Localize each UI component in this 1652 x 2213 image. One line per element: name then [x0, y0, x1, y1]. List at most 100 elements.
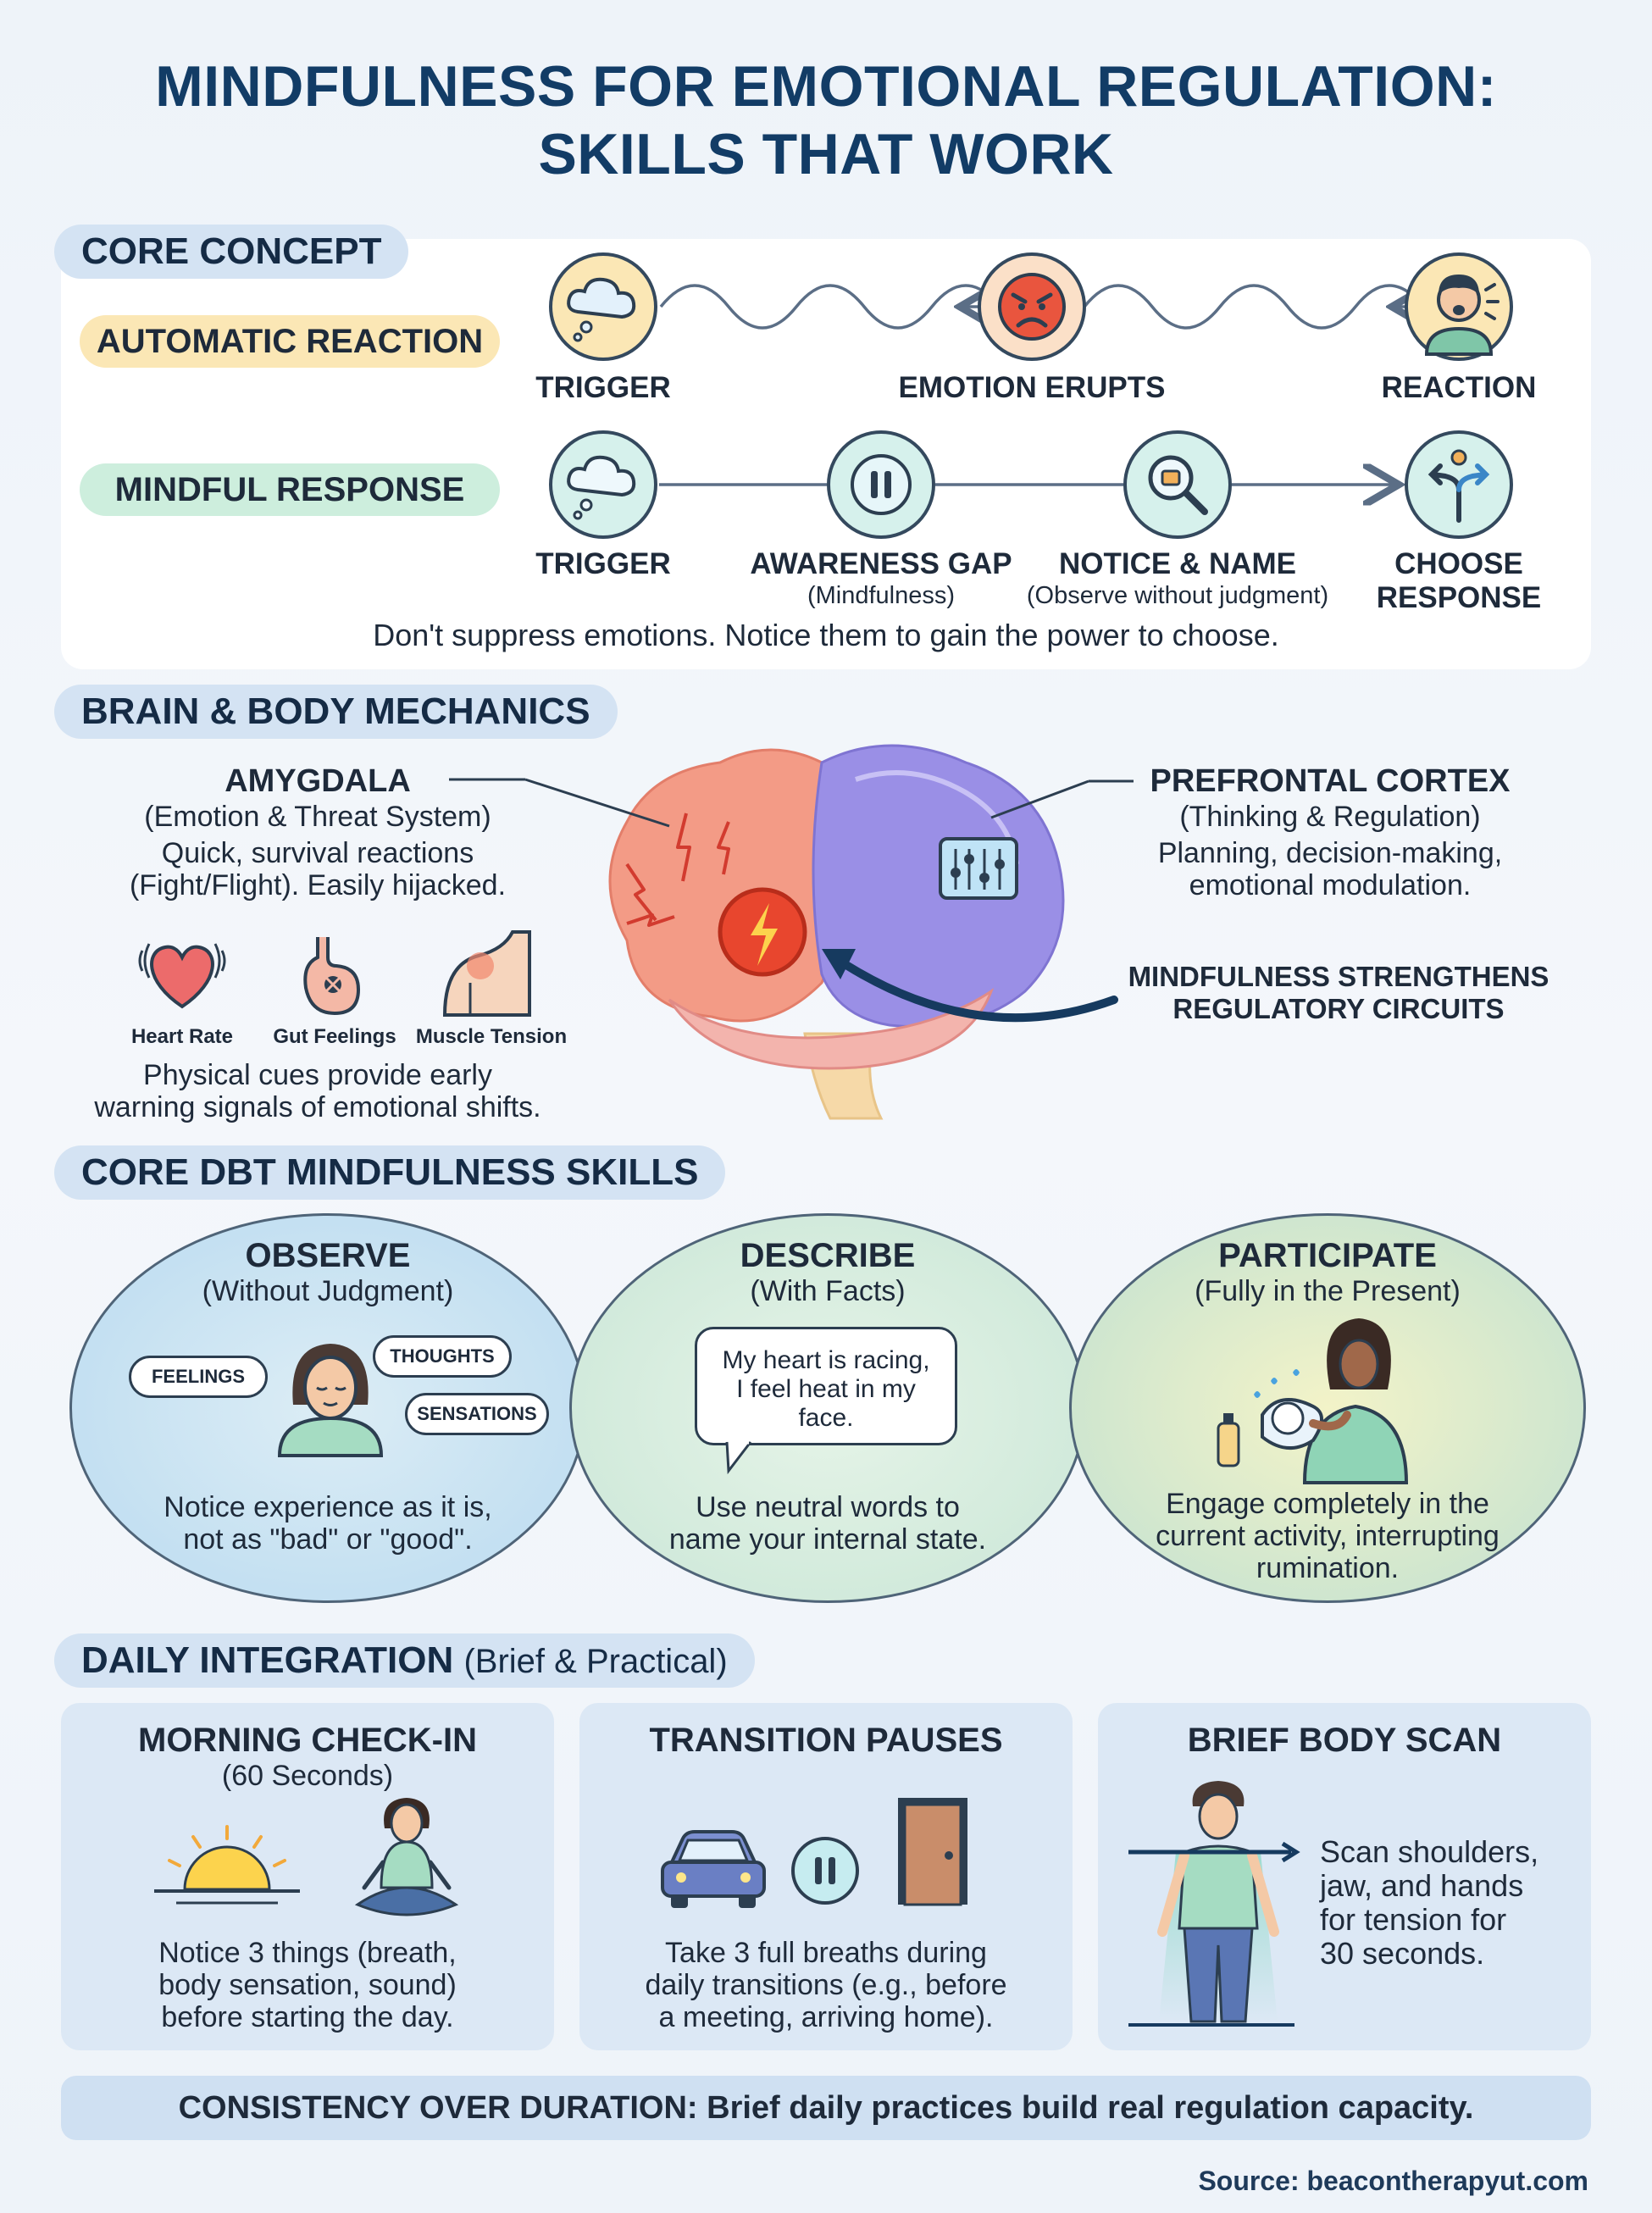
- observe-desc: Notice experience as it is, not as "bad"…: [112, 1491, 544, 1556]
- sunrise-icon: [154, 1825, 300, 1905]
- pause-icon: [851, 454, 912, 515]
- describe-sub: (With Facts): [750, 1275, 906, 1307]
- amygdala-title: AMYGDALA: [225, 763, 411, 799]
- body-scan-title: BRIEF BODY SCAN: [1187, 1722, 1502, 1759]
- body-scan-desc: Scan shoulders, jaw, and hands for tensi…: [1320, 1835, 1574, 1971]
- observe-title: OBSERVE: [245, 1237, 411, 1274]
- consistency-banner: CONSISTENCY OVER DURATION: Brief daily p…: [61, 2076, 1591, 2140]
- mindful-response-pill: MINDFUL RESPONSE: [80, 463, 500, 516]
- notice-name-circle: [1123, 430, 1232, 539]
- participate-sub: (Fully in the Present): [1195, 1275, 1461, 1307]
- pfc-sub: (Thinking & Regulation): [1179, 801, 1481, 833]
- heart-icon: [138, 943, 226, 1009]
- participate-title: PARTICIPATE: [1218, 1237, 1437, 1274]
- participate-header: PARTICIPATE (Fully in the Present): [1069, 1237, 1586, 1308]
- amygdala-sub: (Emotion & Threat System): [144, 801, 491, 833]
- step-emotion-erupts: EMOTION ERUPTS: [898, 371, 1166, 404]
- emotion-circle: [978, 252, 1086, 361]
- participate-desc-1: Engage completely in the: [1166, 1488, 1489, 1520]
- step-trigger-mindful: TRIGGER: [535, 547, 671, 580]
- describe-header: DESCRIBE (With Facts): [569, 1237, 1086, 1308]
- transition-desc-1: Take 3 full breaths during: [665, 1937, 987, 1969]
- choose-response-title: CHOOSE: [1394, 547, 1523, 580]
- cue-note: Physical cues provide early warning sign…: [59, 1059, 576, 1123]
- mindfulness-note: MINDFULNESS STRENGTHENS REGULATORY CIRCU…: [1110, 961, 1567, 1025]
- step-trigger-auto: TRIGGER: [535, 371, 671, 404]
- automatic-wave-arrows: [659, 284, 1652, 678]
- angry-face-icon: [998, 273, 1066, 341]
- core-concept-footer: Don't suppress emotions. Notice them to …: [373, 618, 1279, 652]
- door-icon: [898, 1798, 967, 1906]
- morning-desc-1: Notice 3 things (breath,: [158, 1937, 457, 1969]
- observe-header: OBSERVE (Without Judgment): [69, 1237, 586, 1308]
- stomach-icon: [303, 937, 361, 1016]
- title-line-2: SKILLS THAT WORK: [538, 122, 1114, 186]
- shoulder-icon: [442, 930, 531, 1017]
- body-scan-desc-2: jaw, and hands: [1320, 1868, 1524, 1903]
- bubble-thoughts: THOUGHTS: [373, 1335, 512, 1378]
- observe-desc-2: not as "bad" or "good".: [183, 1523, 473, 1556]
- section-daily: DAILY INTEGRATION (Brief & Practical): [54, 1633, 755, 1688]
- dishwashing-person-icon: [1217, 1318, 1409, 1484]
- bubble-sensations: SENSATIONS: [405, 1393, 549, 1435]
- step-reaction: REACTION: [1381, 371, 1537, 404]
- amygdala-desc-2: (Fight/Flight). Easily hijacked.: [129, 869, 507, 901]
- pause-icon: [791, 1837, 859, 1905]
- step-choose-response: CHOOSE RESPONSE: [1332, 547, 1586, 615]
- cue-heart-rate: Heart Rate: [130, 1025, 234, 1048]
- cue-note-1: Physical cues provide early: [143, 1059, 492, 1091]
- card-morning-checkin: [61, 1703, 554, 2050]
- transition-title: TRANSITION PAUSES: [649, 1722, 1003, 1759]
- trigger-circle-mindful: [549, 430, 657, 539]
- section-core-concept: CORE CONCEPT: [54, 225, 409, 279]
- pfc-desc-1: Planning, decision-making,: [1157, 837, 1503, 869]
- choose-response-sub: RESPONSE: [1376, 581, 1542, 614]
- cue-muscle-tension: Muscle Tension: [415, 1025, 568, 1048]
- automatic-reaction-pill: AUTOMATIC REACTION: [80, 315, 500, 368]
- morning-desc-2: body sensation, sound): [158, 1969, 457, 2001]
- pfc-block: PREFRONTAL CORTEX (Thinking & Regulation…: [1118, 763, 1542, 901]
- notice-name-title: NOTICE & NAME: [1059, 547, 1296, 580]
- daily-heading: DAILY INTEGRATION: [81, 1639, 454, 1681]
- thought-cloud-icon: [567, 455, 636, 520]
- magnifier-icon: [1148, 455, 1208, 515]
- notice-name-sub: (Observe without judgment): [1026, 582, 1329, 609]
- speech-tail: [725, 1439, 752, 1475]
- body-scan-icon: [1128, 1781, 1300, 2027]
- core-concept-card: [61, 239, 1591, 669]
- title-line-1: MINDFULNESS FOR EMOTIONAL REGULATION:: [155, 54, 1497, 119]
- car-icon: [661, 1830, 766, 1908]
- participate-desc-3: rumination.: [1256, 1552, 1400, 1584]
- brain-pointers: [449, 778, 1134, 1023]
- speech-line-1: My heart is racing,: [722, 1346, 930, 1374]
- source-credit: Source: beacontherapyut.com: [1198, 2166, 1588, 2196]
- page-title: MINDFULNESS FOR EMOTIONAL REGULATION: SK…: [0, 53, 1652, 188]
- morning-title: MORNING CHECK-IN: [138, 1722, 477, 1759]
- body-scan-desc-4: 30 seconds.: [1320, 1936, 1485, 1971]
- describe-desc: Use neutral words to name your internal …: [612, 1491, 1044, 1556]
- brain-illustration: [608, 744, 1065, 1120]
- speech-line-3: face.: [798, 1404, 854, 1432]
- describe-title: DESCRIBE: [740, 1237, 916, 1274]
- section-dbt: CORE DBT MINDFULNESS SKILLS: [54, 1145, 726, 1200]
- section-brain-body: BRAIN & BODY MECHANICS: [54, 685, 618, 739]
- meditating-face-icon: [277, 1344, 384, 1457]
- body-scan-desc-1: Scan shoulders,: [1320, 1834, 1539, 1869]
- bubble-feelings: FEELINGS: [129, 1356, 268, 1398]
- thought-cloud-icon: [567, 277, 636, 342]
- morning-sub: (60 Seconds): [221, 1760, 394, 1792]
- participate-desc: Engage completely in the current activit…: [1111, 1488, 1544, 1584]
- awareness-gap-sub: (Mindfulness): [807, 582, 956, 609]
- describe-desc-2: name your internal state.: [668, 1523, 987, 1556]
- cue-note-2: warning signals of emotional shifts.: [94, 1091, 541, 1123]
- describe-speech-bubble: My heart is racing, I feel heat in my fa…: [695, 1327, 957, 1445]
- participate-desc-2: current activity, interrupting: [1156, 1520, 1500, 1552]
- skill-participate: [1069, 1213, 1586, 1603]
- amygdala-block: AMYGDALA (Emotion & Threat System) Quick…: [76, 763, 559, 901]
- observe-sub: (Without Judgment): [202, 1275, 454, 1307]
- awareness-gap-title: AWARENESS GAP: [750, 547, 1012, 580]
- step-awareness-gap: AWARENESS GAP (Mindfulness): [737, 547, 1025, 610]
- pfc-title: PREFRONTAL CORTEX: [1150, 763, 1511, 799]
- body-scan-desc-3: for tension for: [1320, 1902, 1507, 1937]
- meditating-person-icon: [354, 1798, 459, 1916]
